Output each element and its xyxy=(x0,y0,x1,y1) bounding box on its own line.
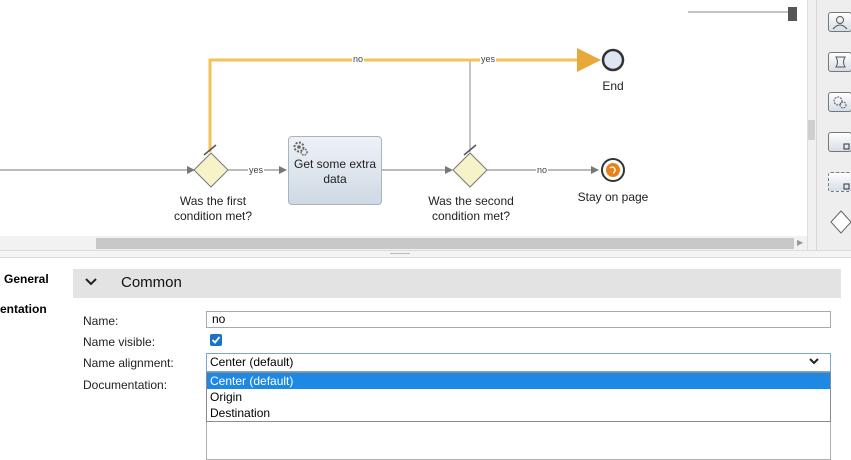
name-input[interactable]: no xyxy=(206,311,831,328)
end-event[interactable] xyxy=(601,48,625,72)
panel-splitter[interactable] xyxy=(0,250,851,258)
name-alignment-label: Name alignment: xyxy=(83,356,174,370)
subprocess-palette-icon[interactable] xyxy=(828,132,851,152)
gateway-palette-icon[interactable] xyxy=(830,210,851,234)
gateway-first-condition[interactable] xyxy=(193,152,229,188)
sequence-flow-no-selected[interactable] xyxy=(208,48,601,152)
chevron-down-icon[interactable] xyxy=(84,276,98,288)
flow-label-no-mid: no xyxy=(536,165,549,176)
name-label: Name: xyxy=(83,314,119,328)
name-visible-label: Name visible: xyxy=(83,335,156,349)
gateway-first-label: Was the first condition met? xyxy=(173,194,253,223)
stay-event-inner-icon xyxy=(606,163,620,177)
horizontal-scroll-thumb[interactable] xyxy=(96,238,794,249)
shape-palette xyxy=(816,0,851,250)
end-event-label: End xyxy=(602,79,624,93)
gateway-second-condition[interactable] xyxy=(452,152,488,188)
default-flow-marker xyxy=(203,144,217,156)
flow-label-no-top: no xyxy=(352,54,365,65)
gateway-second-label: Was the second condition met? xyxy=(428,194,514,223)
service-task-gear-icon xyxy=(293,141,308,156)
documentation-textarea[interactable] xyxy=(206,422,831,460)
option-center[interactable]: Center (default) xyxy=(207,373,830,389)
default-flow-marker-2 xyxy=(463,144,477,156)
chevron-down-icon xyxy=(809,358,819,365)
tab-documentation[interactable]: entation xyxy=(0,302,47,316)
diagram-canvas[interactable]: Get some extra data no yes yes no Was th… xyxy=(0,0,810,236)
section-title: Common xyxy=(121,274,182,291)
task-get-extra-data[interactable]: Get some extra data xyxy=(288,136,382,205)
refresh-icon xyxy=(609,166,616,174)
select-value: Center (default) xyxy=(210,355,294,369)
vertical-scroll-thumb[interactable] xyxy=(808,120,815,140)
flow-label-yes-mid: yes xyxy=(248,165,265,176)
alignment-options-list: Center (default) Origin Destination xyxy=(206,372,831,422)
name-visible-checkbox[interactable] xyxy=(210,334,222,346)
stay-event-label: Stay on page xyxy=(577,190,649,204)
script-task-palette-icon[interactable] xyxy=(828,52,851,72)
name-alignment-select[interactable]: Center (default) xyxy=(206,353,831,372)
property-tabs: General entation xyxy=(0,258,52,460)
sequence-flow-yes-2[interactable] xyxy=(469,59,598,152)
scroll-right-arrow-icon[interactable]: ▶ xyxy=(797,238,804,247)
flow-label-yes-top: yes xyxy=(480,54,497,65)
connector-handle[interactable] xyxy=(788,7,797,21)
option-origin[interactable]: Origin xyxy=(210,390,243,404)
task-label: Get some extra data xyxy=(293,157,377,186)
diagram-svg xyxy=(0,7,797,188)
section-header-common[interactable] xyxy=(73,269,841,298)
user-task-palette-icon[interactable] xyxy=(828,12,851,32)
documentation-label: Documentation: xyxy=(83,378,168,392)
service-task-palette-icon[interactable] xyxy=(828,92,851,112)
tab-general[interactable]: General xyxy=(4,272,49,286)
option-destination[interactable]: Destination xyxy=(210,406,271,420)
checkmark-icon xyxy=(211,336,221,344)
event-subprocess-palette-icon[interactable] xyxy=(828,172,851,192)
splitter-grip[interactable] xyxy=(390,253,410,255)
